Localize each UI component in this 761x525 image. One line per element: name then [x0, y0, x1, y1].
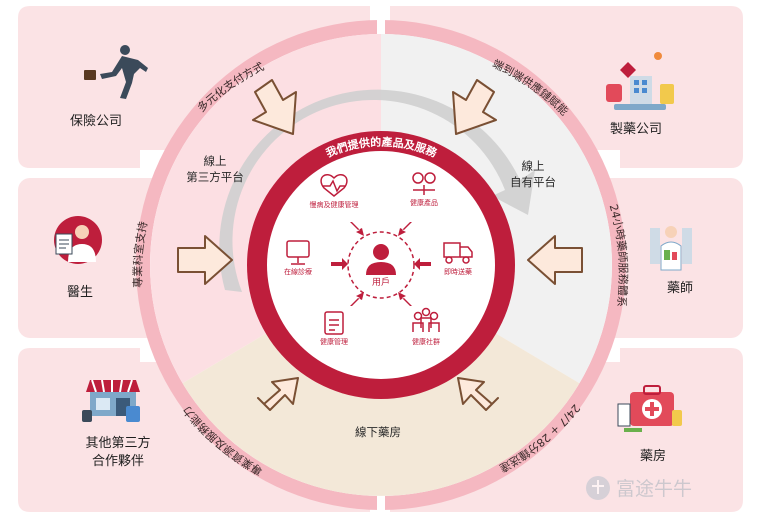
watermark: 富途牛牛: [586, 476, 692, 500]
stakeholder-pharmacy: 藥房: [640, 448, 666, 464]
storefront-icon: [82, 379, 140, 422]
arrow-from-partners: [257, 377, 299, 411]
service-label-chronic: 慢病及健康管理: [310, 200, 359, 209]
stakeholder-pharmacist: 藥師: [667, 281, 693, 296]
stakeholder-pharma: 製藥公司: [610, 122, 662, 137]
monitor-icon: [286, 240, 310, 265]
sector-label-online-third-line1: 線上: [204, 154, 227, 168]
arrow-from-pharmacist: [527, 235, 583, 285]
doctor-icon: [54, 216, 102, 264]
pharmacist-icon: [650, 226, 692, 271]
ring-gap-top: [377, 18, 385, 37]
user-icon: [366, 244, 396, 275]
service-label-instant-delivery: 即時送藥: [444, 267, 472, 276]
arrow-chronic-to-user: [350, 222, 364, 236]
stakeholder-insurance: 保險公司: [70, 114, 122, 129]
pills-icon: [412, 172, 436, 195]
sector-label-online-third-line2: 第三方平台: [186, 170, 244, 184]
first-aid-kit-icon: [617, 385, 682, 432]
arrow-from-pharmacy: [457, 377, 499, 411]
arrow-from-insurance: [252, 79, 297, 135]
businessman-running-icon: [84, 45, 148, 99]
arrow-products-to-user: [398, 222, 412, 236]
service-label-products: 健康產品: [410, 198, 438, 207]
ring-gap-bottom: [377, 494, 385, 512]
arrow-delivery-to-user: [414, 258, 431, 270]
arrow-consult-to-user: [331, 258, 348, 270]
user-label: 用戶: [372, 276, 390, 288]
stakeholder-partners-line2: 合作夥伴: [92, 454, 144, 469]
arrow-from-doctor: [177, 235, 233, 285]
sector-label-online-own-line1: 線上: [522, 159, 545, 173]
stakeholder-doctor: 醫生: [67, 285, 93, 300]
arrow-community-to-user: [398, 292, 412, 306]
delivery-truck-icon: [443, 242, 473, 264]
medicine-factory-icon: [606, 52, 674, 110]
service-label-health-mgmt: 健康管理: [320, 337, 348, 346]
clipboard-icon: [324, 311, 344, 335]
heart-pulse-icon: [320, 174, 348, 197]
service-label-online-consult: 在線診療: [284, 267, 312, 276]
user-circle: [347, 231, 415, 299]
people-group-icon: [412, 307, 440, 332]
stakeholder-partners-line1: 其他第三方: [85, 435, 150, 451]
service-label-community: 健康社群: [412, 337, 440, 346]
watermark-text: 富途牛牛: [616, 478, 692, 500]
sector-label-online-own-line2: 自有平台: [510, 175, 556, 189]
arrow-from-pharma: [452, 79, 497, 135]
arrow-healthmgmt-to-user: [350, 292, 364, 306]
sector-label-offline: 線下藥房: [355, 425, 401, 439]
